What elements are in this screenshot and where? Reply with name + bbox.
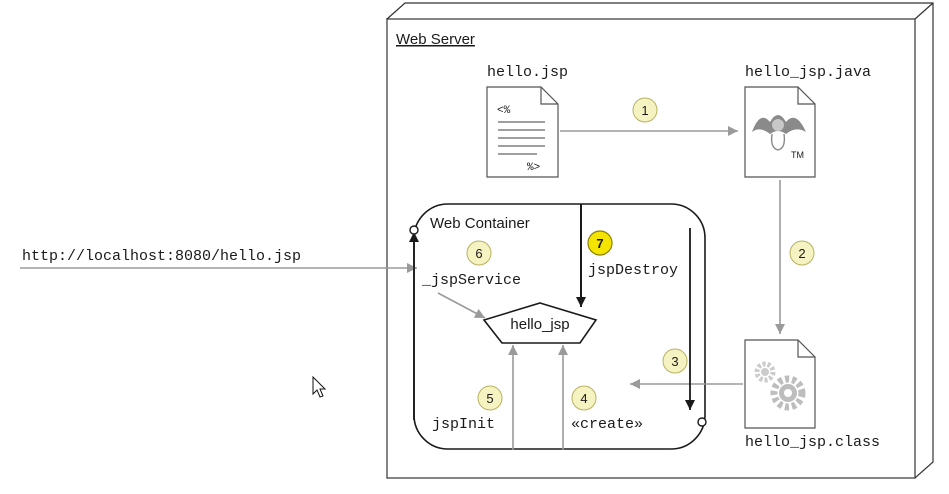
hello-jsp-class-filename: hello_jsp.class bbox=[745, 434, 880, 451]
step-6-badge: 6 bbox=[466, 240, 492, 266]
web-server-label: Web Server bbox=[396, 31, 475, 48]
gears-icon bbox=[754, 361, 806, 411]
jsp-file-icon bbox=[486, 86, 559, 178]
java-duke-logo-icon bbox=[752, 115, 806, 151]
arrow-jspservice bbox=[437, 292, 486, 319]
java-file-icon bbox=[744, 86, 816, 178]
step-7-badge: 7 bbox=[587, 230, 613, 256]
jsp-service-label: _jspService bbox=[421, 272, 521, 289]
step-1-number: 1 bbox=[641, 103, 648, 118]
class-file-icon bbox=[744, 339, 816, 429]
jsp-open-tag: <% bbox=[497, 105, 511, 117]
jsp-destroy-label: jspDestroy bbox=[588, 262, 678, 279]
step-5-badge: 5 bbox=[477, 385, 503, 411]
step-5-number: 5 bbox=[486, 391, 493, 406]
java-trademark: TM bbox=[791, 150, 804, 160]
step-3-number: 3 bbox=[671, 354, 678, 369]
request-url: http://localhost:8080/hello.jsp bbox=[22, 248, 301, 265]
step-1-badge: 1 bbox=[632, 97, 658, 123]
hello-jsp-java-filename: hello_jsp.java bbox=[745, 64, 871, 81]
lifecycle-start-port bbox=[409, 225, 419, 235]
step-6-number: 6 bbox=[475, 246, 482, 261]
create-label: «create» bbox=[571, 416, 643, 433]
step-4-number: 4 bbox=[580, 391, 587, 406]
hello-jsp-instance-label: hello_jsp bbox=[510, 316, 569, 333]
jsp-close-tag: %> bbox=[527, 162, 540, 174]
step-7-number: 7 bbox=[596, 236, 603, 251]
step-2-number: 2 bbox=[798, 246, 805, 261]
lifecycle-end-port bbox=[697, 417, 707, 427]
mouse-pointer-icon bbox=[312, 375, 327, 398]
step-2-badge: 2 bbox=[789, 240, 815, 266]
step-4-badge: 4 bbox=[571, 385, 597, 411]
hello-jsp-filename: hello.jsp bbox=[487, 64, 568, 81]
web-container-label: Web Container bbox=[430, 215, 530, 232]
hello-jsp-pentagon bbox=[482, 302, 598, 344]
jsp-init-label: jspInit bbox=[432, 416, 495, 433]
step-3-badge: 3 bbox=[662, 348, 688, 374]
